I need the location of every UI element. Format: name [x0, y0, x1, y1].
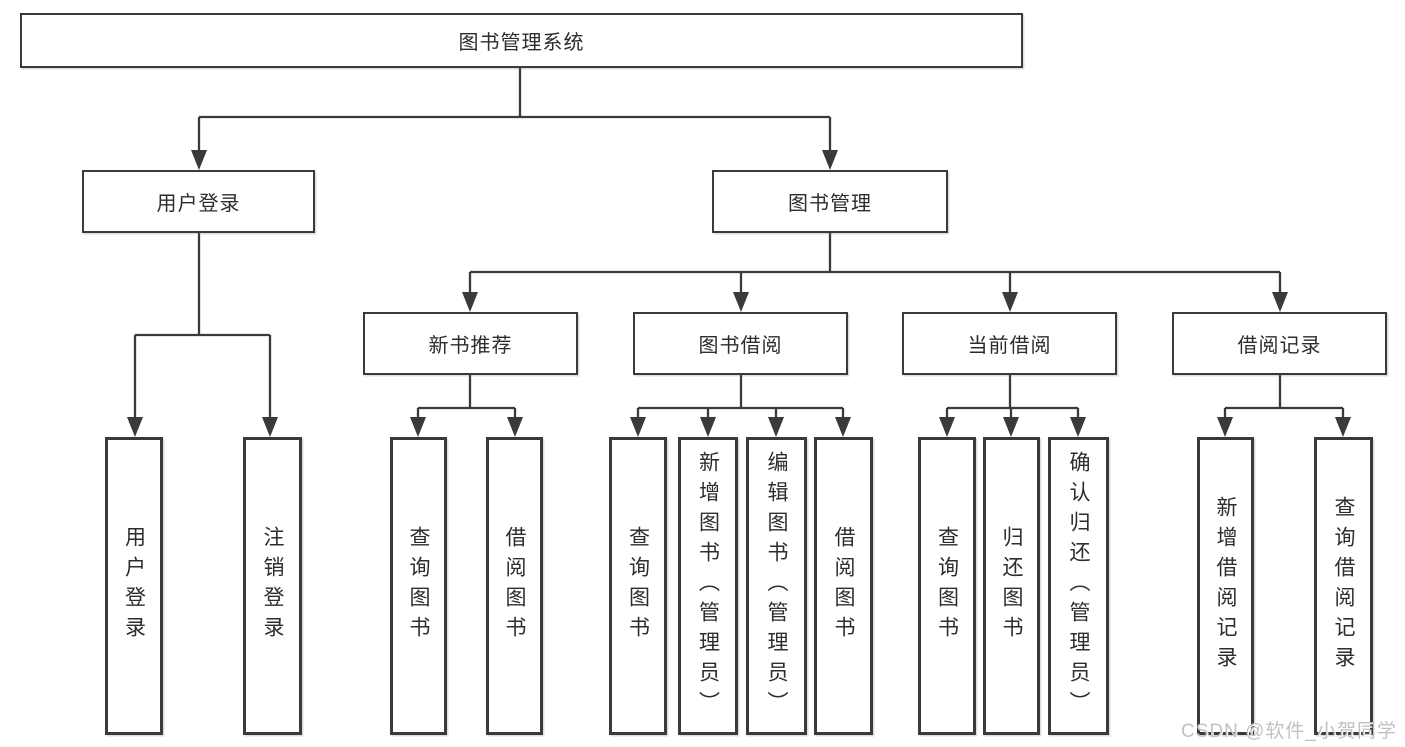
- arrowheads: [127, 150, 1351, 437]
- leaf-borrowing-query-books: 查询图书: [609, 437, 667, 735]
- leaf-newbooks-query-books: 查询图书: [390, 437, 447, 735]
- leaf-borrowing-edit-books-admin: 编辑图书（管理员）: [746, 437, 807, 735]
- leaf-borrowing-borrow-books: 借阅图书: [814, 437, 873, 735]
- node-current-borrowing: 当前借阅: [902, 312, 1117, 375]
- node-user-login: 用户登录: [82, 170, 315, 233]
- node-new-book-recommendation: 新书推荐: [363, 312, 578, 375]
- leaf-label: 注销登录: [261, 526, 284, 646]
- leaf-records-add-borrow-record: 新增借阅记录: [1197, 437, 1254, 735]
- leaf-label: 查询图书: [626, 526, 650, 646]
- node-label: 借阅记录: [1237, 335, 1322, 357]
- node-label: 图书管理: [788, 193, 872, 215]
- leaf-borrowing-add-books-admin: 新增图书（管理员）: [678, 437, 738, 735]
- leaf-current-query-books: 查询图书: [918, 437, 976, 735]
- leaf-newbooks-borrow-books: 借阅图书: [486, 437, 543, 735]
- leaf-label: 编辑图书（管理员）: [765, 451, 788, 721]
- leaf-records-query-borrow-record: 查询借阅记录: [1314, 437, 1373, 735]
- node-label: 新书推荐: [428, 335, 513, 357]
- node-library-management-system: 图书管理系统: [20, 13, 1023, 68]
- leaf-current-return-books: 归还图书: [983, 437, 1040, 735]
- leaf-user-login: 用户登录: [105, 437, 163, 735]
- leaf-label: 借阅图书: [832, 526, 855, 646]
- leaf-label: 查询借阅记录: [1332, 496, 1355, 676]
- node-label: 图书借阅: [698, 335, 783, 357]
- leaf-label: 查询图书: [407, 526, 430, 646]
- leaf-label: 确认归还（管理员）: [1067, 451, 1090, 721]
- node-label: 当前借阅: [967, 335, 1052, 357]
- leaf-label: 查询图书: [935, 526, 959, 646]
- leaf-label: 借阅图书: [503, 526, 526, 646]
- leaf-label: 新增图书（管理员）: [696, 451, 720, 721]
- leaf-logout: 注销登录: [243, 437, 302, 735]
- node-label: 用户登录: [156, 193, 241, 215]
- leaf-label: 用户登录: [122, 526, 146, 646]
- leaf-current-confirm-return-admin: 确认归还（管理员）: [1048, 437, 1109, 735]
- node-borrow-records: 借阅记录: [1172, 312, 1387, 375]
- leaf-label: 新增借阅记录: [1214, 496, 1237, 676]
- leaf-label: 归还图书: [1000, 526, 1023, 646]
- node-book-borrowing: 图书借阅: [633, 312, 848, 375]
- node-label: 图书管理系统: [458, 32, 585, 54]
- node-book-management: 图书管理: [712, 170, 948, 233]
